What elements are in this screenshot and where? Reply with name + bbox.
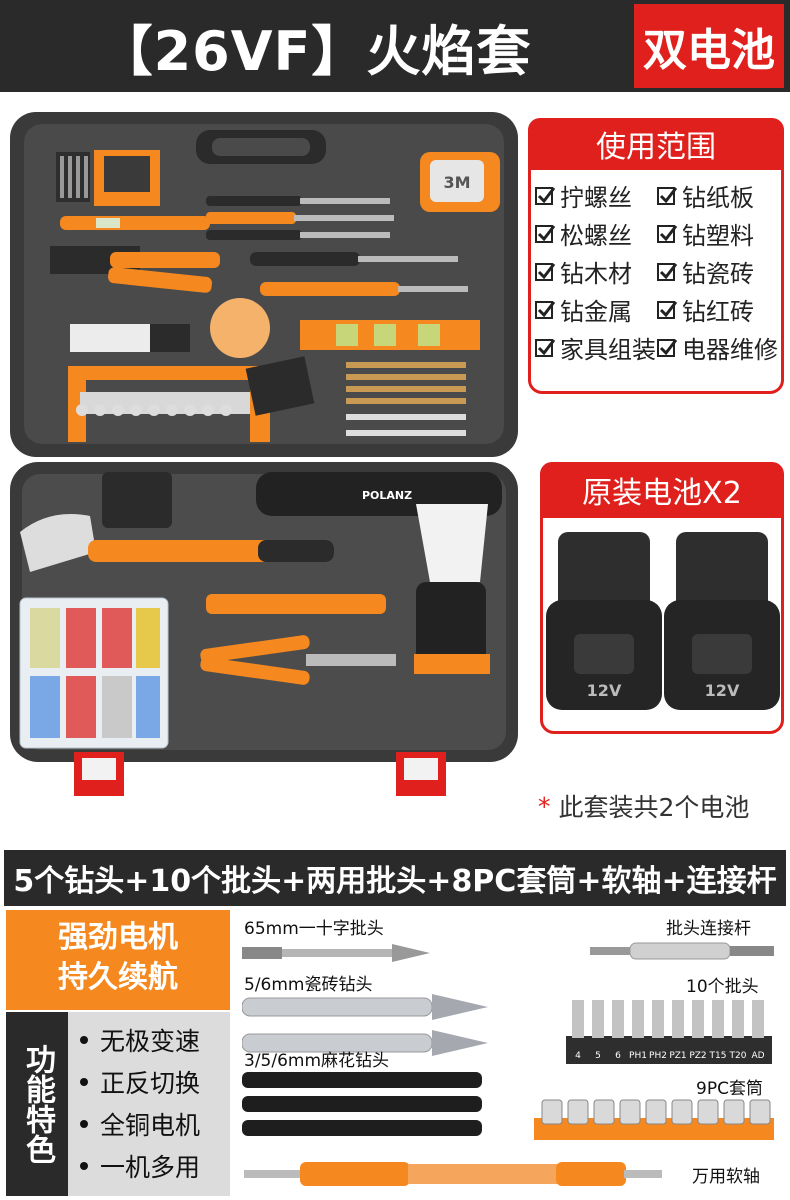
bit-holder-icon <box>94 150 160 206</box>
extension-caption: 批头连接杆 <box>666 919 751 939</box>
bit-code: PZ2 <box>689 1051 706 1061</box>
knife-icon <box>206 594 386 614</box>
motor-line2: 持久续航 <box>58 960 178 995</box>
note-asterisk: * <box>538 791 551 821</box>
usage-item: 钻纸板 <box>656 176 778 214</box>
feature-item: 无极变速 <box>80 1020 230 1060</box>
checkbox-checked-icon <box>535 339 556 357</box>
phillips-bit-caption: 65mm一十字批头 <box>244 919 384 939</box>
socket-row-icon <box>76 404 232 416</box>
battery-icon: 12V <box>546 532 662 710</box>
checkbox-checked-icon <box>535 225 556 243</box>
toolbox-image: 3M POLANZ <box>10 112 518 796</box>
battery-title: 原装电池X2 <box>540 462 784 518</box>
wire-stripper-icon <box>50 246 220 293</box>
pliers-icon <box>200 635 396 685</box>
checkbox-checked-icon <box>535 301 556 319</box>
bits10-caption: 10个批头 <box>686 977 759 997</box>
usage-item: 钻瓷砖 <box>656 252 778 290</box>
bullet-icon <box>80 1120 88 1128</box>
usage-item: 拧螺丝 <box>534 176 656 214</box>
checkbox-checked-icon <box>535 187 556 205</box>
phillips-bit-icon <box>242 944 430 962</box>
bit-code: AD <box>751 1051 764 1061</box>
motor-line1: 强劲电机 <box>58 920 178 955</box>
spirit-level-icon <box>300 320 480 350</box>
checkbox-checked-icon <box>535 263 556 281</box>
usage-title: 使用范围 <box>528 118 784 170</box>
bit-code: T20 <box>729 1051 747 1061</box>
usage-item: 钻红砖 <box>656 290 778 328</box>
twist-bit-icon <box>242 1072 482 1136</box>
hammer-icon <box>20 514 334 572</box>
bit-code: PZ1 <box>669 1051 686 1061</box>
checkbox-checked-icon <box>657 263 678 281</box>
battery-note-text: 此套装共2个电池 <box>558 793 750 822</box>
checkbox-checked-icon <box>657 301 678 319</box>
battery-icon: 12V <box>664 532 780 710</box>
tile-bit-icon <box>242 994 488 1056</box>
feature-item: 一机多用 <box>80 1146 230 1186</box>
usage-item: 钻塑料 <box>656 214 778 252</box>
checkbox-checked-icon <box>657 187 678 205</box>
feature-item: 全铜电机 <box>80 1104 230 1144</box>
usage-item: 家具组装 <box>534 328 656 366</box>
accessories-summary: 5个钻头+10个批头+两用批头+8PC套筒+软轴+连接杆 <box>4 850 786 906</box>
tape-label: 3M <box>443 173 470 192</box>
bit-code: PH2 <box>649 1051 667 1061</box>
cordless-drill-icon: POLANZ <box>256 472 502 674</box>
tile-bit-caption: 5/6mm瓷砖钻头 <box>244 975 373 995</box>
bit-code: 4 <box>575 1051 581 1061</box>
tape-measure-icon: 3M <box>420 152 500 212</box>
tape-roll-icon <box>210 298 270 358</box>
twist-bit-caption: 3/5/6mm麻花钻头 <box>244 1051 390 1071</box>
bullet-icon <box>80 1036 88 1044</box>
usage-item: 松螺丝 <box>534 214 656 252</box>
shaft-caption: 万用软轴 <box>692 1167 760 1187</box>
usage-item: 电器维修 <box>656 328 778 366</box>
bit-set-icon: 4 5 6 PH1 PH2 PZ1 PZ2 T15 T20 AD <box>566 1000 772 1064</box>
usage-item: 钻木材 <box>534 252 656 290</box>
screw-assortment-box-icon <box>19 597 169 749</box>
charger-icon <box>102 472 172 528</box>
bit-code: T15 <box>709 1051 727 1061</box>
bullet-icon <box>80 1078 88 1086</box>
features-label: 功能特色 <box>6 1012 68 1196</box>
checkbox-checked-icon <box>657 225 678 243</box>
bullet-icon <box>80 1162 88 1170</box>
drill-bit-set-icon <box>346 362 466 436</box>
battery-voltage-label: 12V <box>587 681 622 700</box>
voltage-tester-icon <box>60 216 210 230</box>
bit-code: 6 <box>615 1051 621 1061</box>
checkbox-checked-icon <box>657 339 678 357</box>
usage-item: 钻金属 <box>534 290 656 328</box>
motor-banner: 强劲电机 持久续航 <box>6 910 230 1010</box>
battery-pair-image: 12V 12V <box>546 532 780 710</box>
features-box <box>68 1012 230 1196</box>
dual-battery-badge: 双电池 <box>634 4 784 88</box>
feature-item: 正反切换 <box>80 1062 230 1102</box>
battery-voltage-label: 12V <box>705 681 740 700</box>
socket-set-icon <box>534 1099 774 1140</box>
screwdriver-set-icon <box>206 196 468 296</box>
usage-list: 拧螺丝 钻纸板 松螺丝 钻塑料 钻木材 钻瓷砖 钻金属 钻红砖 家具组装 电器维… <box>534 176 782 366</box>
extension-rod-icon <box>590 942 774 960</box>
drill-brand: POLANZ <box>362 489 412 502</box>
flexible-shaft-icon <box>244 1162 662 1186</box>
bit-code: PH1 <box>629 1051 647 1061</box>
page-title: 【26VF】火焰套 <box>98 19 532 83</box>
sockets-caption: 9PC套筒 <box>696 1079 763 1099</box>
hex-key-set-icon <box>56 152 90 202</box>
bit-code: 5 <box>595 1051 601 1061</box>
battery-note: * 此套装共2个电池 <box>538 786 788 826</box>
